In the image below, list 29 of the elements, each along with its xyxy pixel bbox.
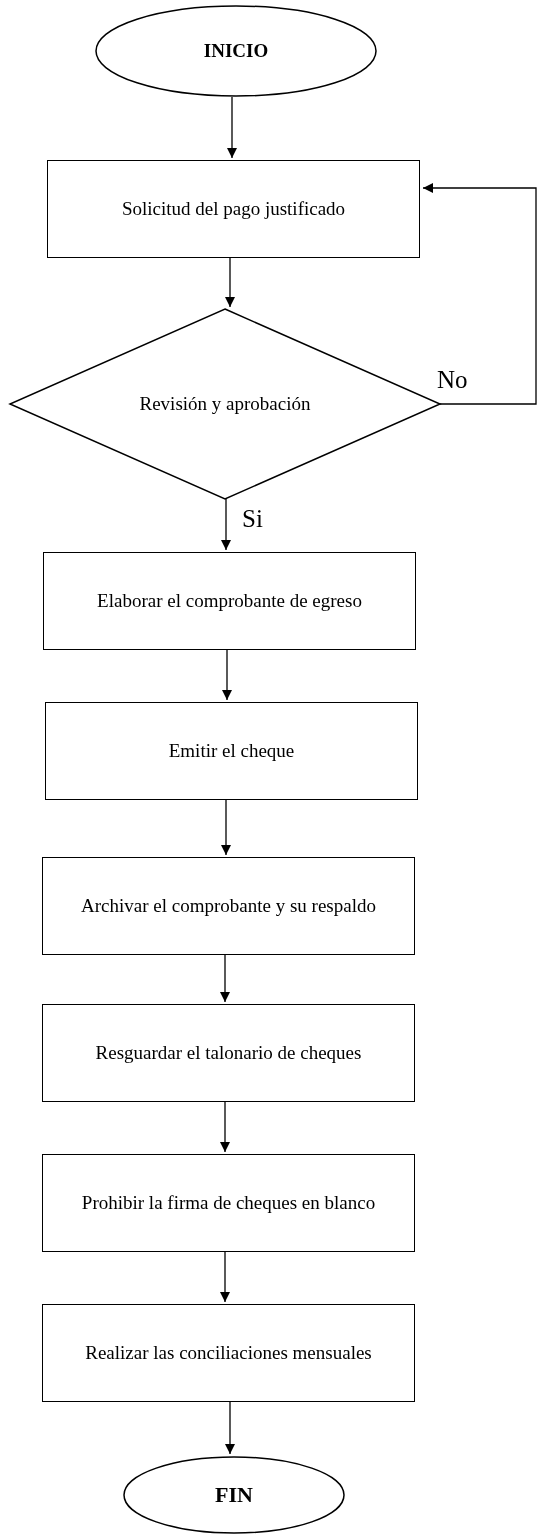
process-box (42, 1304, 415, 1402)
arrow (222, 649, 232, 701)
node-text: Revisión y aprobación (138, 392, 312, 417)
terminal-ellipse (95, 5, 377, 97)
terminal-ellipse (123, 1456, 345, 1534)
node-text: Realizar las conciliaciones mensuales (84, 1341, 373, 1366)
node-text: Archivar el comprobante y su respaldo (80, 894, 377, 919)
arrow (221, 498, 231, 551)
arrow (225, 257, 235, 308)
arrow (227, 96, 237, 159)
process-box (43, 552, 416, 650)
node-text: Solicitud del pago justificado (120, 197, 347, 222)
process-box (42, 1004, 415, 1102)
process-box (45, 702, 418, 800)
node-text: INICIO (203, 39, 269, 64)
node-text: Elaborar el comprobante de egreso (96, 589, 363, 614)
process-box (47, 160, 420, 258)
arrow (220, 954, 230, 1003)
process-box (42, 1154, 415, 1252)
node-text: Emitir el cheque (167, 739, 296, 764)
process-box (42, 857, 415, 955)
node-text: Resguardar el talonario de cheques (94, 1041, 363, 1066)
arrow (220, 1101, 230, 1153)
arrow (221, 799, 231, 856)
node-text: FIN (215, 1481, 253, 1510)
node-text: Prohibir la firma de cheques en blanco (80, 1191, 377, 1216)
arrow (220, 1251, 230, 1303)
arrow (225, 1401, 235, 1455)
arrow (422, 183, 537, 405)
